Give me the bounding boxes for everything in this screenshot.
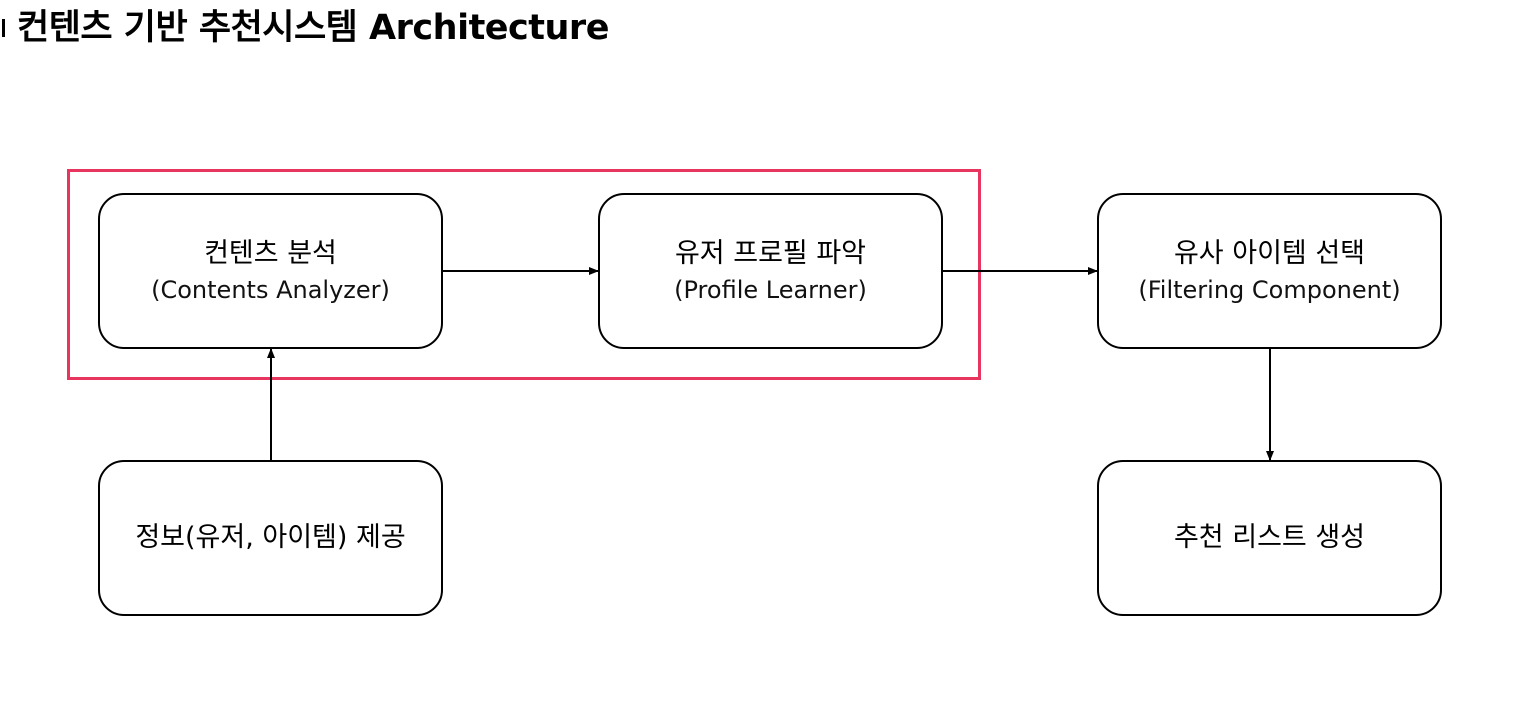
node-info-provider-label: 정보(유저, 아이템) 제공 bbox=[135, 522, 406, 553]
node-filtering-component-sublabel: (Filtering Component) bbox=[1138, 276, 1401, 304]
highlight-box bbox=[67, 169, 981, 380]
node-contents-analyzer: 컨텐츠 분석 (Contents Analyzer) bbox=[98, 193, 443, 349]
node-contents-analyzer-sublabel: (Contents Analyzer) bbox=[151, 276, 390, 304]
node-info-provider: 정보(유저, 아이템) 제공 bbox=[98, 460, 443, 616]
node-contents-analyzer-label: 컨텐츠 분석 bbox=[204, 238, 337, 269]
node-profile-learner-label: 유저 프로필 파악 bbox=[674, 238, 867, 269]
node-recommendation-list-label: 추천 리스트 생성 bbox=[1173, 522, 1366, 553]
page-title-text: 컨텐츠 기반 추천시스템 Architecture bbox=[17, 7, 609, 48]
page-title: 컨텐츠 기반 추천시스템 Architecture bbox=[2, 0, 609, 48]
node-filtering-component-label: 유사 아이템 선택 bbox=[1173, 238, 1366, 269]
title-bullet bbox=[2, 19, 5, 37]
node-profile-learner: 유저 프로필 파악 (Profile Learner) bbox=[598, 193, 943, 349]
node-recommendation-list: 추천 리스트 생성 bbox=[1097, 460, 1442, 616]
node-profile-learner-sublabel: (Profile Learner) bbox=[674, 276, 867, 304]
node-filtering-component: 유사 아이템 선택 (Filtering Component) bbox=[1097, 193, 1442, 349]
